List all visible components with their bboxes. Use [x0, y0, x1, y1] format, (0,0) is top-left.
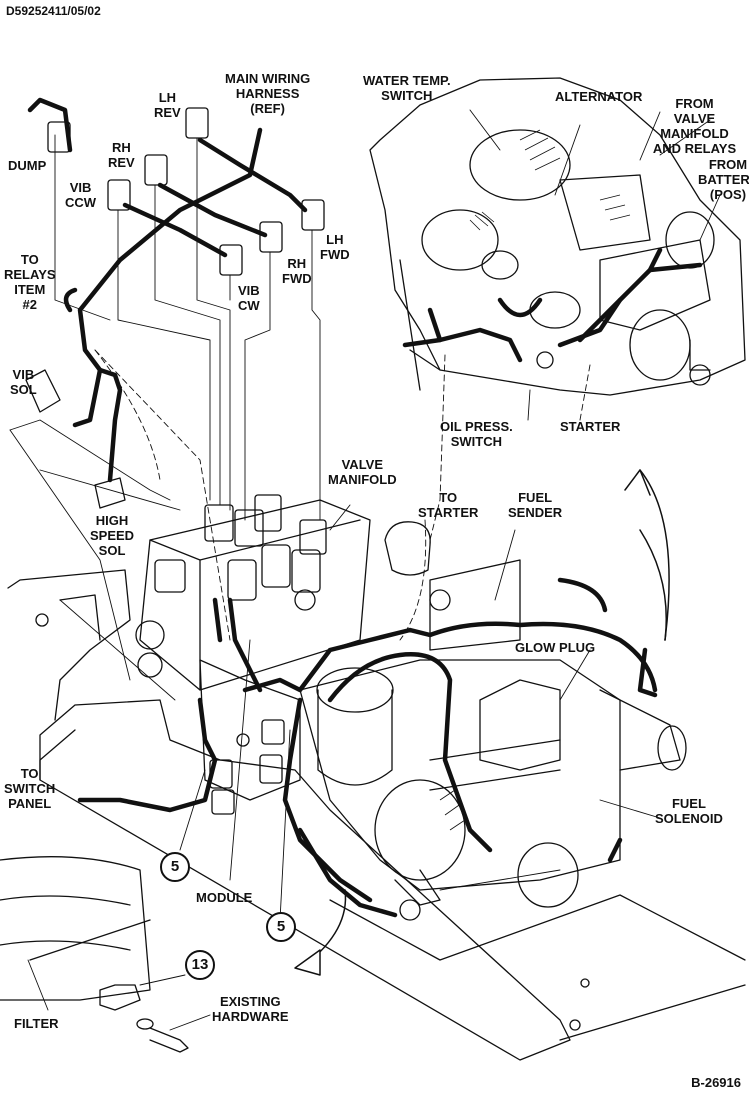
callout-5-harness: 5	[266, 912, 296, 942]
label-glow-plug: GLOW PLUG	[515, 640, 596, 655]
label-existing-hardware: EXISTING HARDWARE	[212, 994, 289, 1024]
leader-lines	[9, 109, 721, 1031]
label-from-valve-manifold: FROM VALVE MANIFOLD AND RELAYS	[652, 96, 737, 156]
label-lh-rev: LH REV	[154, 90, 181, 120]
label-fuel-solenoid: FUEL SOLENOID	[655, 796, 723, 826]
label-lh-fwd: LH FWD	[320, 232, 350, 262]
label-vib-sol: VIB SOL	[10, 367, 37, 397]
label-water-temp-switch: WATER TEMP. SWITCH	[363, 73, 451, 103]
connector-plugs	[25, 107, 325, 509]
label-high-speed-sol: HIGH SPEED SOL	[90, 513, 135, 558]
label-oil-press-switch: OIL PRESS. SWITCH	[440, 419, 513, 449]
label-valve-manifold: VALVE MANIFOLD	[328, 457, 397, 487]
label-main-wiring-harness: MAIN WIRING HARNESS (REF)	[225, 71, 311, 116]
callout-5-module: 5	[160, 852, 190, 882]
label-to-starter: TO STARTER	[418, 490, 479, 520]
document-id: D59252411/05/02	[6, 4, 101, 18]
label-module: MODULE	[196, 890, 253, 905]
filter-assembly	[0, 856, 189, 1053]
label-vib-ccw: VIB CCW	[65, 180, 97, 210]
label-alternator: ALTERNATOR	[555, 89, 643, 104]
label-to-relays: TO RELAYS ITEM #2	[4, 252, 56, 312]
module-connectors	[199, 659, 301, 815]
label-from-battery: FROM BATTERY (POS)	[698, 157, 749, 202]
label-starter: STARTER	[560, 419, 621, 434]
engine-inset	[369, 77, 746, 396]
wiring-harness	[27, 97, 703, 918]
label-filter: FILTER	[14, 1016, 59, 1031]
machine-frame	[7, 569, 746, 1061]
figure-id: B-26916	[691, 1075, 741, 1090]
direction-arrows	[294, 469, 670, 976]
label-rh-fwd: RH FWD	[282, 256, 312, 286]
label-vib-cw: VIB CW	[238, 283, 260, 313]
callout-13-clamp: 13	[185, 950, 215, 980]
label-rh-rev: RH REV	[108, 140, 135, 170]
label-dump: DUMP	[8, 158, 47, 173]
label-fuel-sender: FUEL SENDER	[508, 490, 563, 520]
engine-lower	[299, 521, 687, 921]
engine-details	[439, 129, 631, 831]
label-to-switch-panel: TO SWITCH PANEL	[4, 766, 56, 811]
